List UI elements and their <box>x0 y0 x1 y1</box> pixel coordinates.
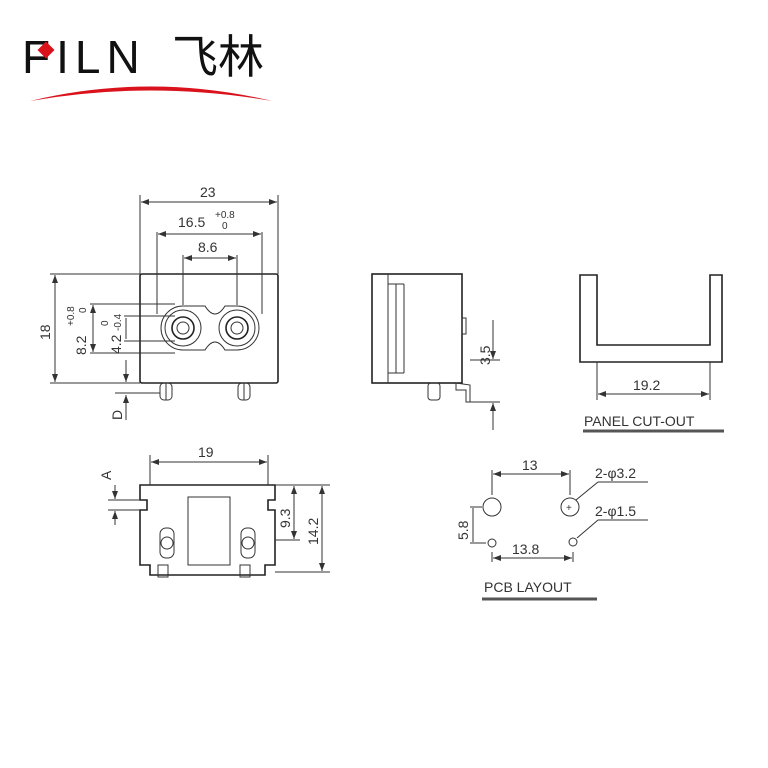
tol-upper: +0.8 <box>66 306 77 326</box>
front-view: 23 16.5 +0.8 0 8.6 18 8.2 +0.8 0 4.2 0 -… <box>37 184 279 420</box>
large-hole-label: 2-φ3.2 <box>595 465 636 481</box>
panel-cutout: 19.2 PANEL CUT-OUT <box>579 274 724 433</box>
center-mark: + <box>566 503 572 514</box>
pcb-hole-small <box>487 538 497 548</box>
dim-height-inner: 9.3 <box>277 508 293 528</box>
side-view: 3.5 <box>371 273 500 430</box>
dim-large-hole-spacing: 13 <box>522 457 538 473</box>
logo: FILN 飞林 <box>22 31 272 101</box>
panel-cutout-title: PANEL CUT-OUT <box>584 413 695 429</box>
pcb-layout: + 13 2-φ3.2 2-φ1.5 5.8 13.8 PCB LAYOUT <box>455 457 648 601</box>
dim-bottom-width: 19 <box>198 444 214 460</box>
tol-upper: +0.8 <box>215 210 235 221</box>
dim-pin-offset: 3.5 <box>477 345 493 365</box>
logo-swoosh <box>30 86 272 101</box>
dim-pin-spacing: 8.6 <box>198 239 218 255</box>
bottom-view: 19 A 9.3 14.2 <box>98 444 330 578</box>
dim-cutout-width: 19.2 <box>633 377 660 393</box>
small-hole-label: 2-φ1.5 <box>595 503 636 519</box>
logo-brand-cn: 飞林 <box>172 31 264 83</box>
dim-d: D <box>109 410 125 420</box>
dim-small-hole-spacing: 13.8 <box>512 541 539 557</box>
dim-height-total: 14.2 <box>305 518 321 545</box>
dim-a: A <box>98 470 114 480</box>
logo-brand: FILN <box>22 31 146 83</box>
tol-lower: -0.4 <box>113 313 124 331</box>
tol-lower: 0 <box>78 307 89 313</box>
dim-vertical-spacing: 5.8 <box>455 520 471 540</box>
dim-waist: 4.2 <box>108 334 124 354</box>
dim-inner-width: 16.5 <box>178 214 205 230</box>
pcb-hole-large <box>560 497 580 517</box>
dim-width: 23 <box>200 184 216 200</box>
pcb-layout-title: PCB LAYOUT <box>484 579 572 595</box>
pcb-hole-large <box>482 497 502 517</box>
tol-upper: 0 <box>100 320 111 326</box>
pcb-hole-small <box>568 537 578 547</box>
tol-lower: 0 <box>222 221 228 232</box>
logo-diamond-icon <box>37 41 55 59</box>
dim-height: 18 <box>37 324 53 340</box>
dim-socket-height: 8.2 <box>73 335 89 355</box>
